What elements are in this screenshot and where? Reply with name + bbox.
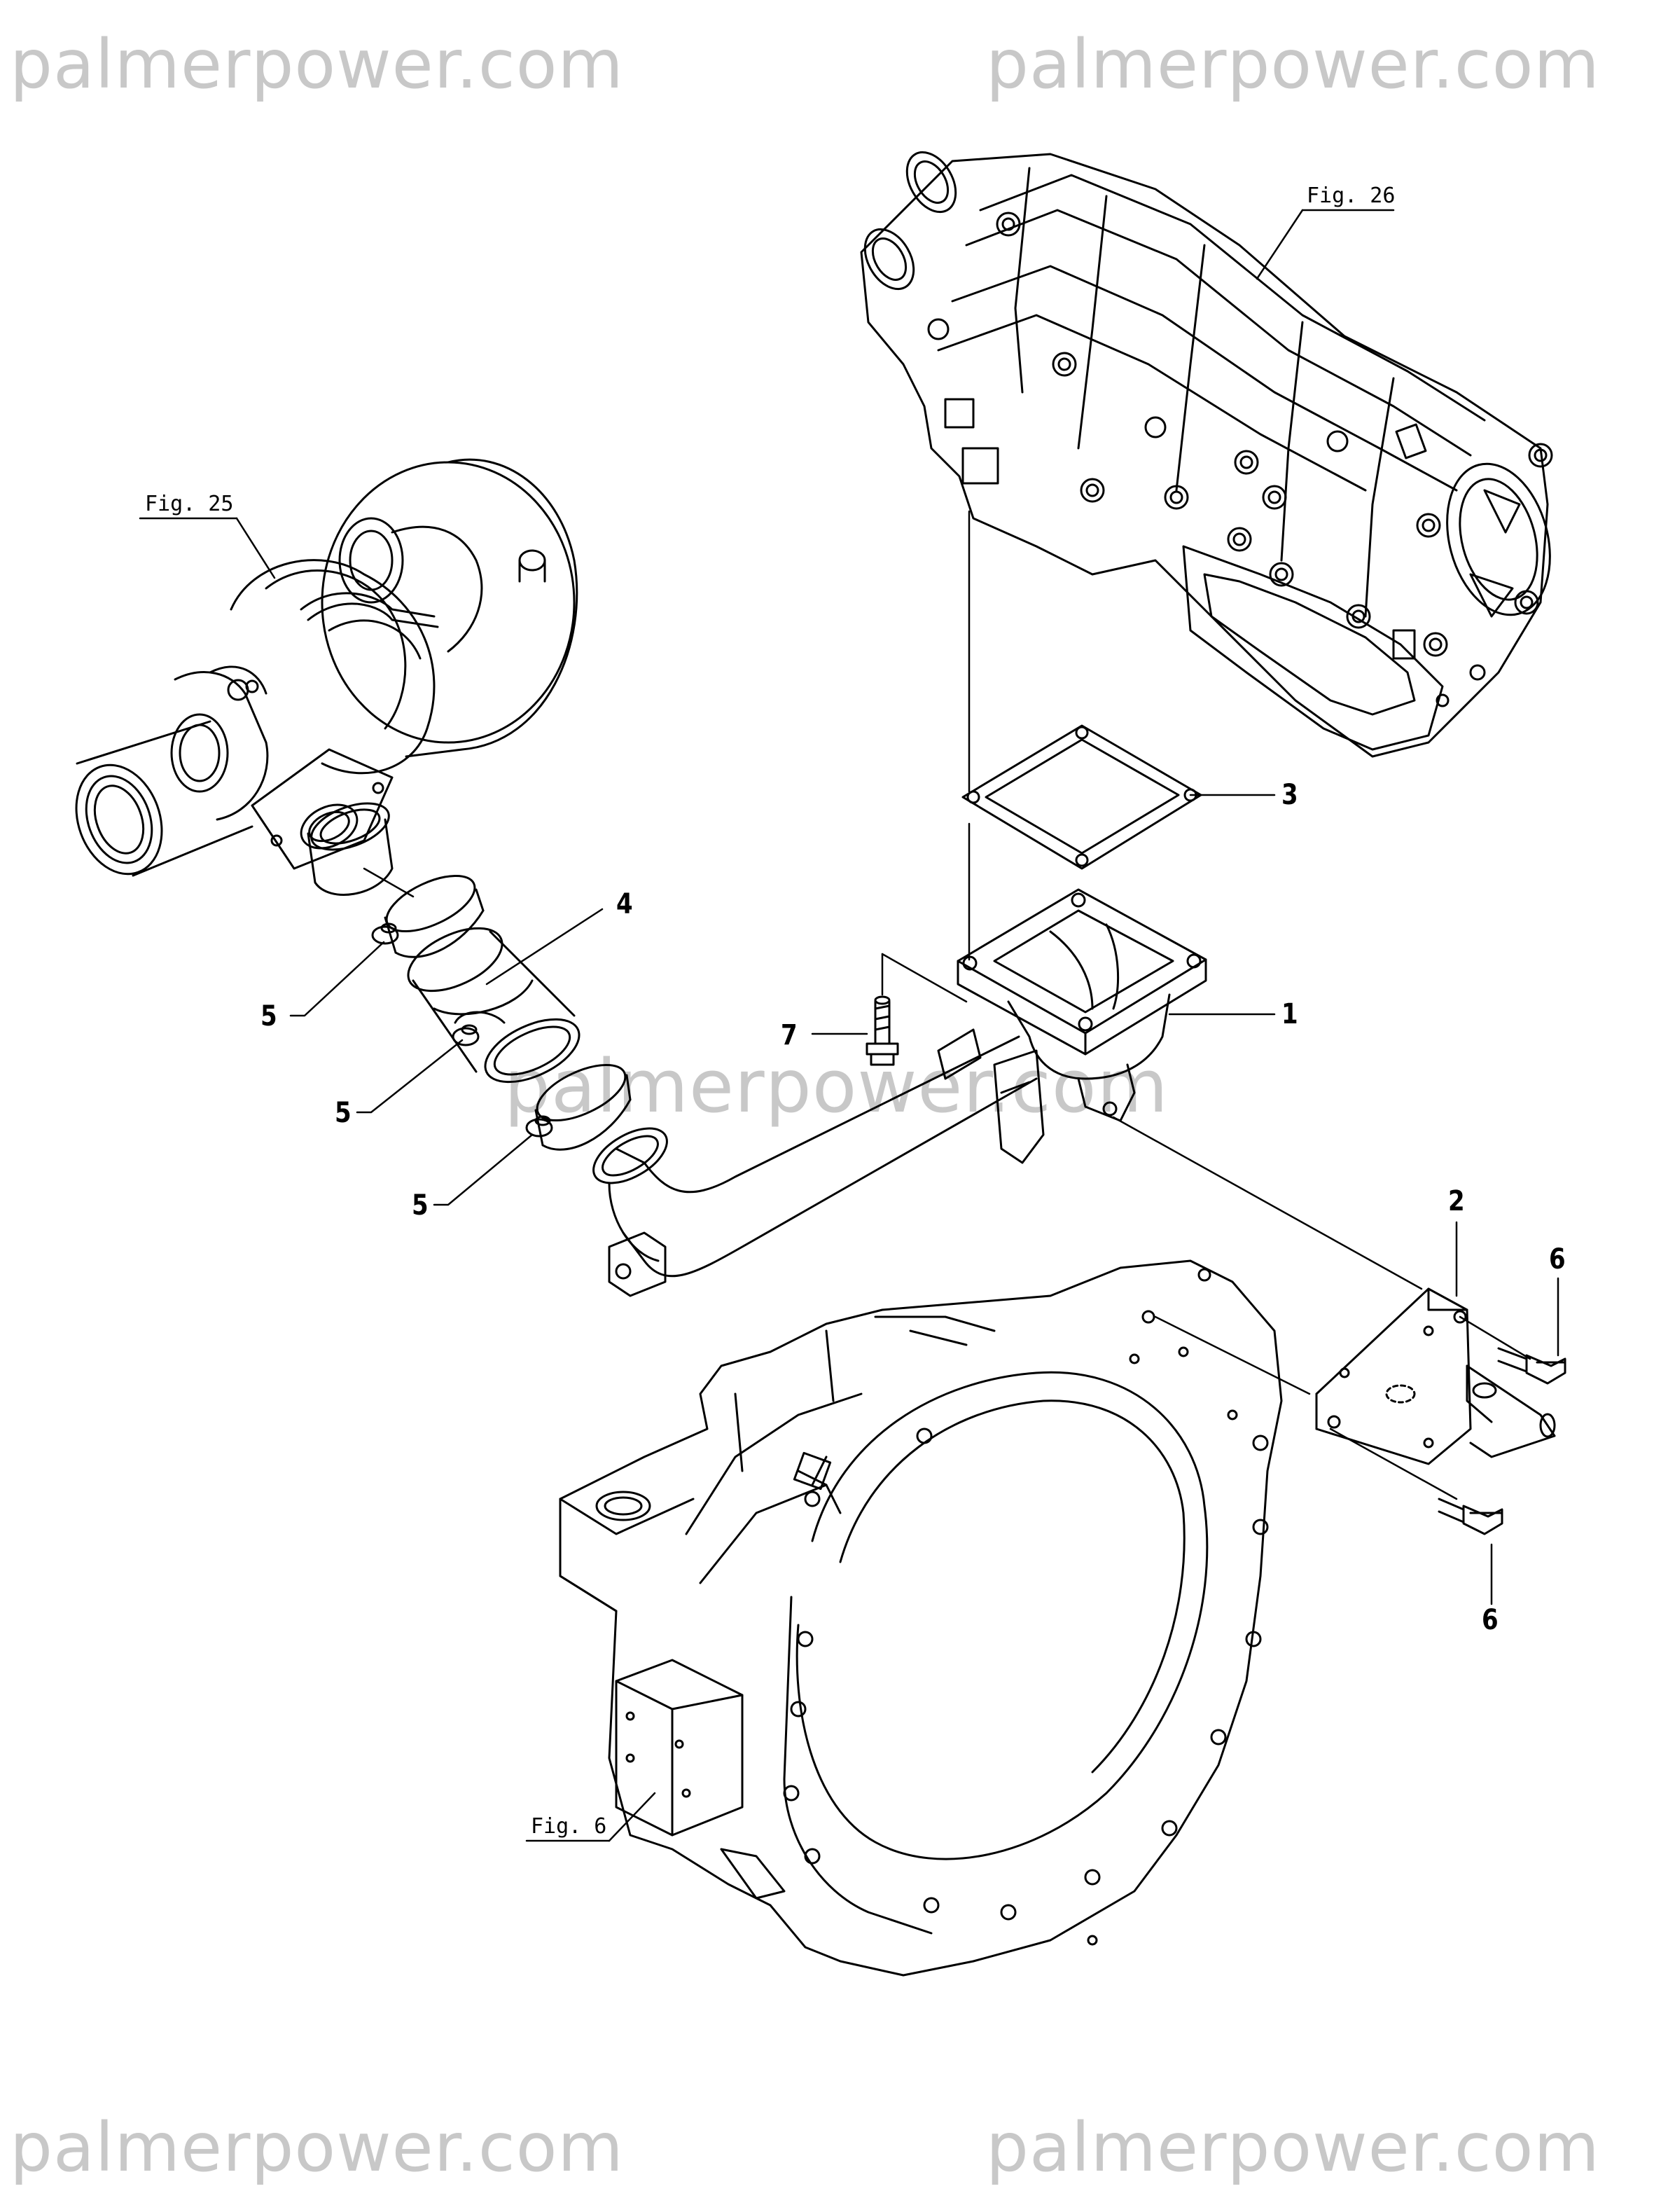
hose-part-4 xyxy=(407,927,581,1084)
callout-3: 3 xyxy=(1281,779,1298,811)
watermark-top-right: palmerpower.com xyxy=(986,25,1600,104)
callout-6-upper: 6 xyxy=(1549,1243,1566,1276)
elbow-pipe-part-1 xyxy=(592,888,1207,1297)
callout-5-top: 5 xyxy=(260,1000,277,1032)
callout-7: 7 xyxy=(781,1019,798,1051)
callout-6-lower: 6 xyxy=(1482,1604,1499,1636)
callout-5-middle: 5 xyxy=(335,1097,352,1129)
intake-manifold-drawing xyxy=(860,151,1553,758)
watermark-top-left: palmerpower.com xyxy=(10,25,624,104)
leader-lines xyxy=(139,209,1559,1842)
hose-clamp-middle xyxy=(452,1011,506,1046)
fig-25-label: Fig. 25 xyxy=(145,492,234,516)
bolt-part-6-lower xyxy=(1438,1498,1503,1535)
bolt-part-7 xyxy=(866,995,899,1066)
callout-1: 1 xyxy=(1281,998,1298,1030)
callout-4: 4 xyxy=(616,888,633,920)
watermark-bottom-left: palmerpower.com xyxy=(10,2108,624,2187)
watermark-center: palmerpower.com xyxy=(504,1044,1169,1129)
bolt-part-6-upper xyxy=(1497,1347,1566,1385)
turbocharger-drawing xyxy=(75,458,578,896)
callout-5-bottom: 5 xyxy=(412,1189,429,1222)
bracket-part-2 xyxy=(1315,1287,1556,1465)
flywheel-housing-drawing xyxy=(559,1259,1283,1977)
gasket-part-3 xyxy=(961,724,1202,870)
fig-26-label: Fig. 26 xyxy=(1307,184,1396,208)
hose-clamp-top xyxy=(371,874,485,958)
hose-clamp-bottom xyxy=(525,1063,632,1151)
watermark-bottom-right: palmerpower.com xyxy=(986,2108,1600,2187)
callout-2: 2 xyxy=(1448,1185,1465,1217)
fig-6-label: Fig. 6 xyxy=(531,1814,607,1839)
